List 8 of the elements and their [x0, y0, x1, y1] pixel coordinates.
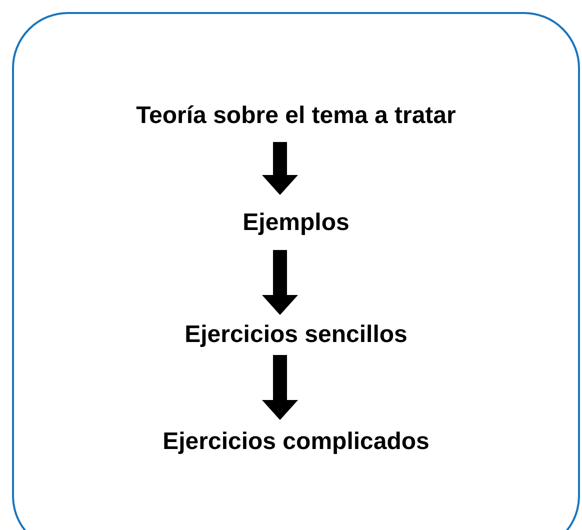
step-label: Ejercicios sencillos — [184, 320, 408, 350]
rounded-frame — [12, 12, 580, 530]
arrow — [262, 355, 298, 420]
arrow — [262, 250, 298, 315]
step-label: Ejercicios complicados — [162, 427, 430, 457]
arrow — [262, 142, 298, 195]
step-label: Teoría sobre el tema a tratar — [136, 101, 456, 131]
step-label: Ejemplos — [242, 208, 350, 238]
